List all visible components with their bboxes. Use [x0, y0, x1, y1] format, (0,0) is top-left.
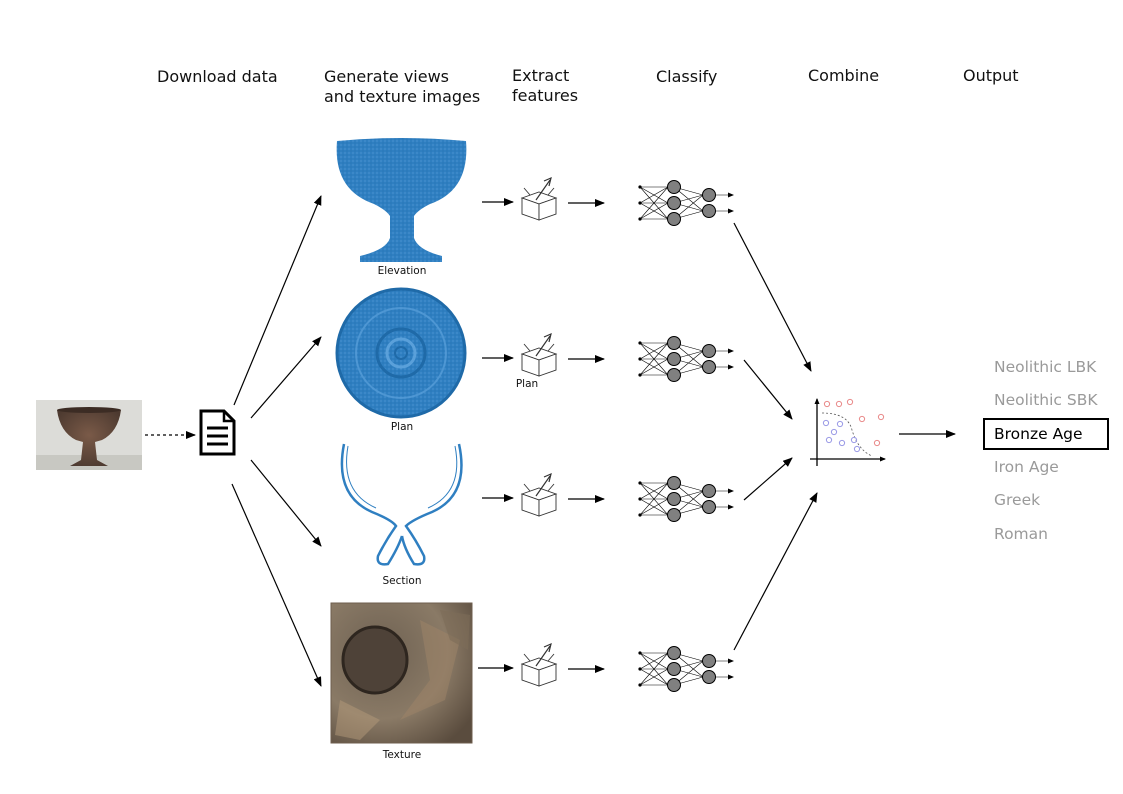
class-neolithic-sbk: Neolithic SBK — [994, 391, 1098, 409]
stage-output: Output — [963, 66, 1019, 85]
plan-view — [335, 287, 467, 419]
stage-classify: Classify — [656, 67, 718, 86]
stage-combine: Combine — [808, 66, 880, 85]
caption-plan: Plan — [390, 421, 414, 433]
neural-network-icon — [638, 476, 734, 522]
arrow-to-elevation — [233, 195, 322, 406]
caption-feature-plan: Plan — [515, 378, 539, 390]
caption-elevation: Elevation — [377, 265, 427, 277]
texture-image — [330, 602, 473, 744]
class-iron-age: Iron Age — [994, 458, 1059, 476]
box-with-arrow-icon — [520, 332, 558, 377]
scatter-plot-icon — [810, 398, 886, 466]
arrow-to-texture — [231, 483, 322, 687]
neural-network-icon — [638, 646, 734, 692]
artifact-photo — [36, 400, 142, 470]
stage-generate-views: Generate views and texture images — [324, 67, 481, 106]
arrow-to-combine-3 — [743, 457, 793, 501]
caption-texture: Texture — [382, 749, 422, 761]
stage-extract-features: Extract features — [512, 66, 579, 105]
class-roman: Roman — [994, 525, 1048, 543]
box-with-arrow-icon — [520, 642, 558, 687]
arrow-to-combine-2 — [743, 359, 793, 420]
arrow-to-section — [250, 459, 322, 547]
arrow-to-plan — [250, 336, 322, 419]
caption-section: Section — [382, 575, 422, 587]
class-bronze-age-selected: Bronze Age — [983, 418, 1109, 450]
box-with-arrow-icon — [520, 472, 558, 517]
box-with-arrow-icon — [520, 176, 558, 221]
elevation-view — [336, 138, 467, 262]
arrow-to-combine-1 — [733, 222, 812, 372]
neural-network-icon — [638, 180, 734, 226]
document-icon — [199, 409, 236, 456]
section-view — [340, 443, 463, 566]
neural-network-icon — [638, 336, 734, 382]
class-greek: Greek — [994, 491, 1041, 509]
arrow-to-combine-4 — [733, 492, 818, 651]
stage-download-data: Download data — [157, 67, 278, 86]
class-neolithic-lbk: Neolithic LBK — [994, 358, 1097, 376]
